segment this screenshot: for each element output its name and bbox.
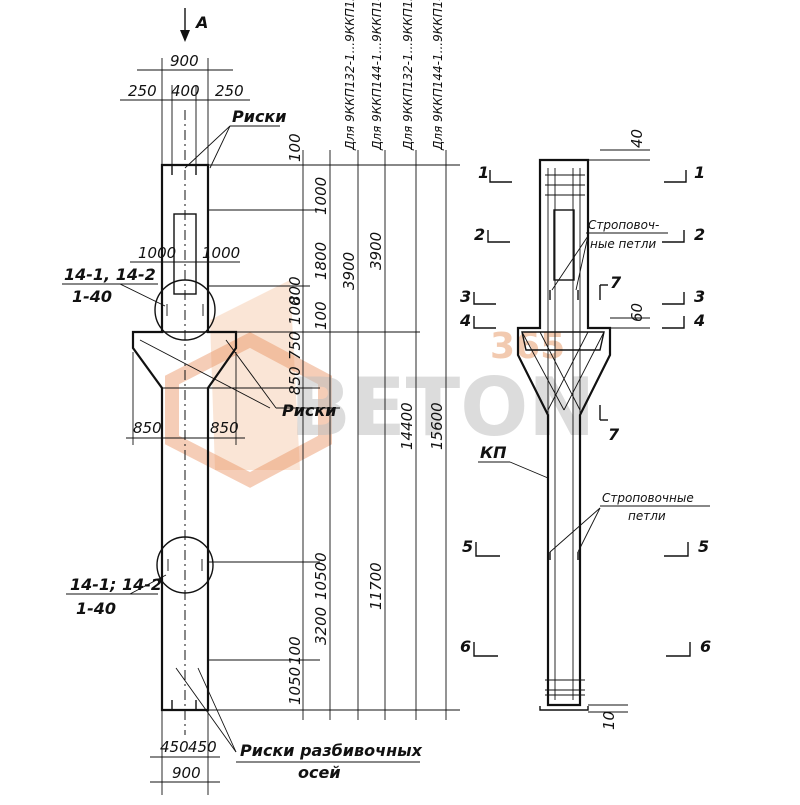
- left-elevation: A 900 250 400 250: [62, 8, 423, 795]
- dim-40: 40: [628, 129, 646, 148]
- risk-mid-label: Риски: [282, 401, 337, 420]
- section-7-top: 7: [610, 273, 622, 292]
- dim-1000-right: 1000: [202, 244, 240, 262]
- vdim-11700: 11700: [367, 562, 385, 610]
- vdim-100a: 100: [286, 133, 304, 162]
- vertical-dimension-chain: 100 1000 1800 100 800 100 750 850 10500 …: [286, 0, 460, 720]
- vdim-3200: 3200: [312, 607, 330, 645]
- vdim-1050: 1050: [286, 667, 304, 705]
- slings-bottom-line1: Строповочные: [602, 491, 694, 505]
- watermark-sub: 365: [490, 326, 565, 367]
- risk-bottom-line1: Риски разбивочных: [240, 741, 423, 760]
- vdim-10500: 10500: [312, 552, 330, 600]
- col-header-3: Для 9ККП132-1...9ККП132-8: [401, 0, 415, 151]
- section-6-left: 6: [460, 637, 471, 656]
- section-1-right: 1: [694, 163, 705, 182]
- dim-1000-left: 1000: [138, 244, 176, 262]
- risk-bottom-line2: осей: [298, 763, 341, 782]
- kp-label: КП: [480, 443, 507, 462]
- dim-850-right: 850: [210, 419, 239, 437]
- slings-top-line1: Строповоч-: [588, 218, 659, 232]
- node-top-line2: 1-40: [72, 287, 112, 306]
- vdim-850: 850: [286, 366, 304, 395]
- section-6-right: 6: [700, 637, 711, 656]
- vdim-14400: 14400: [398, 402, 416, 450]
- vdim-100c: 100: [312, 301, 330, 330]
- section-4-right: 4: [693, 311, 705, 330]
- section-3-left: 3: [460, 287, 471, 306]
- section-marks: 1 1 2 2 3 3 4 4 5 5 6 6: [459, 163, 711, 657]
- dim-top-overall: 900: [170, 52, 199, 70]
- vdim-100d: 100: [286, 636, 304, 665]
- dim-850-left: 850: [133, 419, 162, 437]
- section-5-right: 5: [698, 537, 709, 556]
- section-7-bottom: 7: [608, 425, 620, 444]
- vdim-800: 800: [286, 276, 304, 305]
- slings-bottom-line2: петли: [628, 509, 666, 523]
- dim-bottom-overall: 900: [172, 764, 201, 782]
- col-header-2: Для 9ККП144-1...9ККП144-5: [370, 0, 384, 151]
- dim-top-right: 250: [215, 82, 244, 100]
- section-2-right: 2: [694, 225, 705, 244]
- dim-10: 10: [600, 711, 618, 730]
- vdim-100b: 100: [286, 296, 304, 325]
- section-5-left: 5: [462, 537, 473, 556]
- col-header-4: Для 9ККП144-1...9ККП144-5: [431, 0, 445, 151]
- vdim-1800: 1800: [312, 242, 330, 280]
- vdim-3900b: 3900: [367, 232, 385, 270]
- section-4-left: 4: [459, 311, 471, 330]
- col-header-1: Для 9ККП132-1...9ККП132-8: [343, 0, 357, 151]
- slings-top-line2: ные петли: [590, 237, 656, 251]
- section-2-left: 2: [474, 225, 485, 244]
- section-3-right: 3: [694, 287, 705, 306]
- node-bottom-line2: 1-40: [76, 599, 116, 618]
- vdim-1000: 1000: [312, 177, 330, 215]
- node-top-line1: 14-1, 14-2: [64, 265, 156, 284]
- dim-top-mid: 400: [171, 82, 200, 100]
- view-label: A: [194, 13, 208, 32]
- section-1-left: 1: [478, 163, 489, 182]
- dim-bottom-left: 450: [160, 738, 189, 756]
- dim-top-left: 250: [128, 82, 157, 100]
- vdim-3900a: 3900: [340, 252, 358, 290]
- vdim-750: 750: [286, 331, 304, 360]
- risk-top-label: Риски: [232, 107, 287, 126]
- dim-bottom-right: 450: [188, 738, 217, 756]
- vdim-15600: 15600: [428, 402, 446, 450]
- right-section-view: 40 60 10 Строповоч- ные петли 7 7 КП Стр…: [478, 129, 710, 730]
- dim-60: 60: [628, 303, 646, 322]
